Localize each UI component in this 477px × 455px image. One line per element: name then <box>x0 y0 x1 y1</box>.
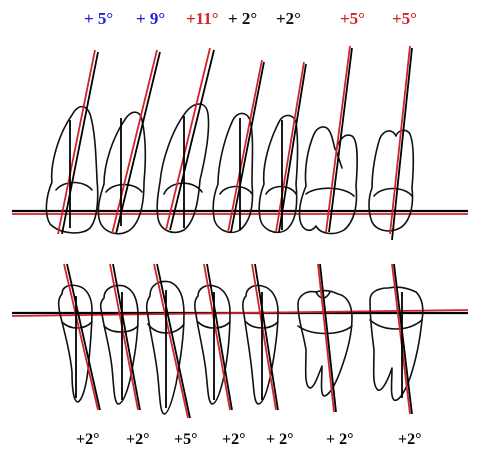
upper-tooth-2-axis-red <box>111 49 158 235</box>
upper-tooth-7-outline <box>368 129 415 232</box>
upper-tooth-3-crown-arc <box>163 182 203 195</box>
upper-tooth-2-outline <box>97 111 147 235</box>
upper-angle-labels: + 5° + 9° +11° + 2° +2° +5° +5° <box>84 9 417 28</box>
upper-tooth-6-axis-red <box>325 45 351 233</box>
upper-tooth-2-axis-black <box>115 51 161 235</box>
lower-tooth-1-outline <box>57 284 93 403</box>
upper-tooth-1 <box>45 49 99 235</box>
lower-angle-label-3: +5° <box>174 431 198 448</box>
lower-tooth-3 <box>145 263 191 419</box>
lower-tooth-7 <box>369 263 424 415</box>
upper-tooth-5-crown-arc <box>265 185 297 195</box>
lower-tooth-6-axis-red <box>317 263 335 413</box>
upper-tooth-6-outline <box>298 126 358 235</box>
upper-angle-label-7: +5° <box>392 9 417 28</box>
lower-tooth-4-axis-black <box>206 263 233 411</box>
lower-tooth-2-outline <box>99 284 139 405</box>
upper-tooth-7 <box>368 45 415 241</box>
lower-tooth-6 <box>297 263 353 413</box>
lower-tooth-5-axis-red <box>251 263 277 411</box>
lower-tooth-3-axis-red <box>153 263 189 419</box>
upper-tooth-4 <box>212 59 265 234</box>
upper-tooth-2 <box>97 49 161 235</box>
upper-angle-label-4: + 2° <box>228 9 257 28</box>
lower-angle-label-6: + 2° <box>326 431 354 448</box>
upper-tooth-1-outline <box>45 105 99 234</box>
lower-angle-label-1: +2° <box>76 431 100 448</box>
lower-reference-line-red <box>11 309 469 317</box>
upper-tooth-3-axis-red <box>165 47 211 231</box>
lower-tooth-2-axis-red <box>109 263 139 411</box>
lower-tooth-2 <box>99 263 141 411</box>
upper-tooth-5-outline <box>258 114 299 234</box>
lower-tooth-4 <box>193 263 233 411</box>
upper-tooth-4-axis-black <box>230 61 265 233</box>
lower-tooth-6-axis-black <box>319 263 337 413</box>
upper-tooth-7-axis-red <box>389 45 411 235</box>
lower-angle-label-4: +2° <box>222 431 246 448</box>
upper-tooth-6-axis-black <box>328 47 353 233</box>
upper-teeth <box>45 45 415 241</box>
upper-angle-label-5: +2° <box>276 9 301 28</box>
lower-angle-labels: +2° +2° +5° +2° + 2° + 2° +2° <box>76 431 422 448</box>
upper-tooth-7-axis-black <box>391 47 413 241</box>
upper-tooth-5 <box>258 61 307 234</box>
upper-angle-label-1: + 5° <box>84 9 113 28</box>
upper-tooth-5-axis-red <box>275 61 305 233</box>
upper-tooth-3 <box>156 47 215 234</box>
upper-tooth-4-crown-arc <box>219 185 253 195</box>
upper-tooth-3-outline <box>156 103 210 234</box>
lower-tooth-2-axis-black <box>112 263 141 411</box>
lower-tooth-1-axis-black <box>66 263 101 411</box>
upper-tooth-4-outline <box>212 112 254 234</box>
lower-tooth-3-outline <box>145 280 185 415</box>
lower-tooth-1-crown-arc <box>61 321 93 329</box>
upper-tooth-1-axis-red <box>57 49 96 235</box>
lower-tooth-7-axis-red <box>391 263 411 415</box>
upper-tooth-5-axis-black <box>278 63 307 233</box>
lower-tooth-7-axis-black <box>393 263 413 415</box>
lower-tooth-3-axis-black <box>156 263 191 419</box>
lower-teeth <box>57 263 424 419</box>
lower-angle-label-2: +2° <box>126 431 150 448</box>
upper-tooth-6 <box>298 45 358 235</box>
upper-tooth-4-axis-red <box>227 59 263 233</box>
lower-occlusal-line <box>11 309 469 317</box>
upper-tooth-6-crown-arc <box>305 187 355 197</box>
lower-tooth-1-axis-red <box>63 263 99 411</box>
lower-tooth-1 <box>57 263 101 411</box>
upper-tooth-1-crown-arc <box>55 181 93 191</box>
upper-angle-label-6: +5° <box>340 9 365 28</box>
upper-tooth-7-crown-arc <box>373 187 413 197</box>
lower-tooth-4-axis-red <box>203 263 231 411</box>
lower-tooth-7-crown-arc <box>369 319 423 330</box>
lower-tooth-5 <box>241 263 279 411</box>
lower-tooth-4-outline <box>193 284 231 405</box>
lower-angle-label-7: +2° <box>398 431 422 448</box>
upper-tooth-3-axis-black <box>169 49 215 231</box>
lower-tooth-5-axis-black <box>254 263 279 411</box>
upper-tooth-1-axis-black <box>61 51 99 235</box>
upper-angle-label-3: +11° <box>186 9 219 28</box>
upper-angle-label-2: + 9° <box>136 9 165 28</box>
lower-tooth-5-outline <box>241 284 279 405</box>
lower-tooth-2-crown-arc <box>103 325 139 333</box>
lower-angle-label-5: + 2° <box>266 431 294 448</box>
